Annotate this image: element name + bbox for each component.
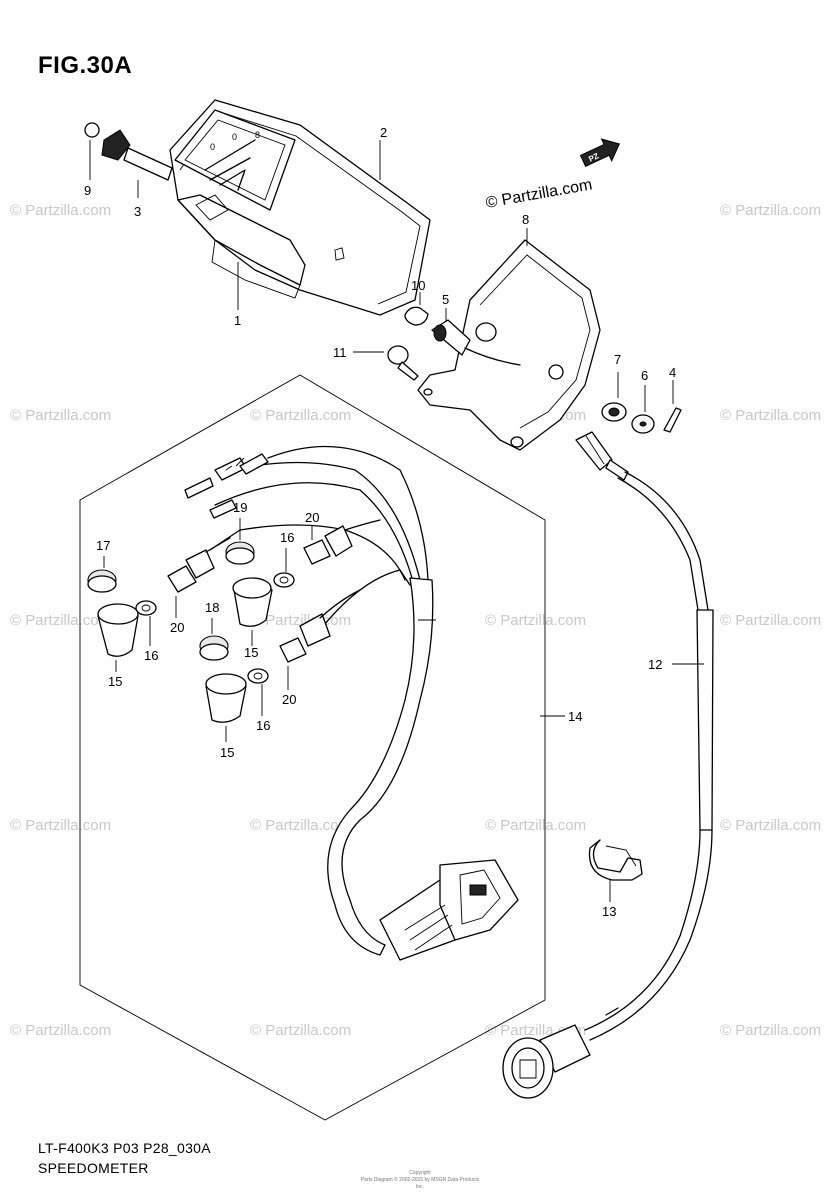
callout-9: 9 bbox=[84, 183, 91, 198]
figure-code: LT-F400K3 P03 P28_030A bbox=[38, 1140, 211, 1156]
callout-5: 5 bbox=[442, 292, 449, 307]
watermark: © Partzilla.com bbox=[250, 817, 351, 834]
speedometer-housing: 0 0 8 bbox=[84, 99, 431, 316]
callout-16: 16 bbox=[256, 718, 270, 733]
clip-4 bbox=[663, 407, 682, 433]
partzilla-arrow-icon: PZ bbox=[579, 138, 621, 167]
washer-6 bbox=[631, 414, 655, 434]
callout-17: 17 bbox=[96, 538, 110, 553]
callout-10: 10 bbox=[411, 278, 425, 293]
cap-18 bbox=[199, 635, 229, 661]
watermark: © Partzilla.com bbox=[720, 202, 821, 219]
callout-15: 15 bbox=[108, 674, 122, 689]
screw-icon bbox=[84, 122, 100, 138]
callout-4: 4 bbox=[669, 365, 676, 380]
callout-15: 15 bbox=[220, 745, 234, 760]
socket-5 bbox=[431, 319, 521, 366]
svg-text:0: 0 bbox=[210, 142, 215, 152]
callout-1: 1 bbox=[234, 313, 241, 328]
wiring-harness-14 bbox=[184, 445, 519, 961]
cap-19 bbox=[225, 541, 255, 565]
callout-12: 12 bbox=[648, 657, 662, 672]
callout-11: 11 bbox=[333, 345, 347, 360]
callout-3: 3 bbox=[134, 204, 141, 219]
svg-text:PZ: PZ bbox=[587, 151, 600, 164]
holder-15a bbox=[97, 603, 139, 657]
clamp-13 bbox=[588, 839, 643, 881]
watermark: © Partzilla.com bbox=[720, 817, 821, 834]
watermark: © Partzilla.com bbox=[720, 407, 821, 424]
callout-18: 18 bbox=[205, 600, 219, 615]
callout-19: 19 bbox=[233, 500, 247, 515]
washer-16b bbox=[273, 572, 295, 588]
watermark: © Partzilla.com bbox=[250, 407, 351, 424]
callout-8: 8 bbox=[522, 212, 529, 227]
washer-16c bbox=[247, 668, 269, 684]
watermark: © Partzilla.com bbox=[10, 1022, 111, 1039]
watermark: © Partzilla.com bbox=[720, 1022, 821, 1039]
figure-title: FIG.30A bbox=[38, 52, 133, 79]
watermark: © Partzilla.com bbox=[10, 202, 111, 219]
callout-16: 16 bbox=[144, 648, 158, 663]
watermark: © Partzilla.com bbox=[485, 817, 586, 834]
bulb-10 bbox=[404, 306, 429, 326]
watermark: © Partzilla.com bbox=[10, 407, 111, 424]
callout-20: 20 bbox=[305, 510, 319, 525]
watermark: © Partzilla.com bbox=[10, 817, 111, 834]
callout-20: 20 bbox=[282, 692, 296, 707]
watermark: © Partzilla.com bbox=[485, 612, 586, 629]
socket-assembly-upper bbox=[167, 519, 381, 663]
washer-16a bbox=[135, 600, 157, 616]
callout-7: 7 bbox=[614, 352, 621, 367]
holder-15c bbox=[205, 673, 247, 723]
watermark: © Partzilla.com bbox=[250, 1022, 351, 1039]
meter-bracket bbox=[417, 239, 601, 451]
callout-20: 20 bbox=[170, 620, 184, 635]
callout-2: 2 bbox=[380, 125, 387, 140]
grommet-7 bbox=[601, 402, 627, 422]
fine-print-line: Copyright bbox=[409, 1170, 431, 1176]
fine-print: Copyright Parts Diagram © 2002-2015 by M… bbox=[360, 1170, 480, 1191]
callout-6: 6 bbox=[641, 368, 648, 383]
figure-name: SPEEDOMETER bbox=[38, 1160, 149, 1176]
callout-14: 14 bbox=[568, 709, 582, 724]
fine-print-line: Parts Diagram © 2002-2015 by MSGN Data P… bbox=[360, 1177, 480, 1190]
cap-17 bbox=[87, 569, 117, 593]
holder-15b bbox=[232, 577, 273, 627]
callout-15: 15 bbox=[244, 645, 258, 660]
watermark: © Partzilla.com bbox=[720, 612, 821, 629]
svg-text:8: 8 bbox=[255, 130, 260, 140]
svg-text:0: 0 bbox=[232, 132, 237, 142]
callout-labels: 1 2 3 4 5 6 7 8 9 10 11 12 13 14 15 15 1… bbox=[84, 125, 676, 919]
watermark: © Partzilla.com bbox=[10, 612, 111, 629]
callout-16: 16 bbox=[280, 530, 294, 545]
speedometer-cable bbox=[502, 431, 714, 1099]
bolt-11 bbox=[387, 345, 419, 381]
callout-13: 13 bbox=[602, 904, 616, 919]
harness-outline bbox=[79, 374, 546, 1121]
